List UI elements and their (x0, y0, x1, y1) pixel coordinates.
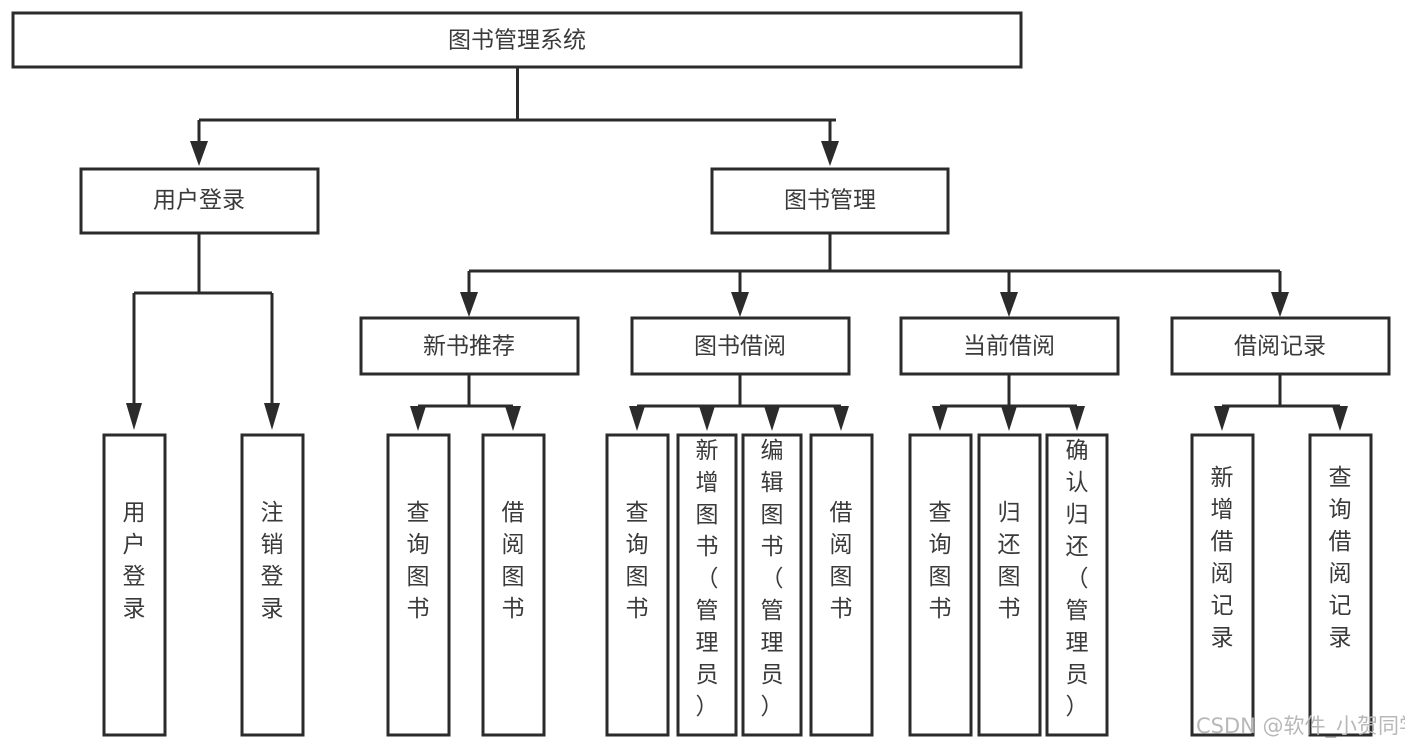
leaf-node-return-book[interactable]: 归还图书 (977, 433, 1042, 737)
node-label-user-login: 用户登录 (153, 188, 245, 214)
node-label-leaf-book-add: 新增图书（管理员） (696, 438, 719, 720)
node-box-leaf-user-logout[interactable] (240, 433, 305, 737)
node-box-new-book-recommend[interactable] (359, 316, 580, 376)
node-box-leaf-book-borrow-action[interactable] (809, 433, 874, 737)
node-box-book-borrow[interactable] (630, 316, 851, 376)
node-label-leaf-book-edit: 编辑图书（管理员） (761, 438, 784, 720)
node-borrow-record[interactable]: 借阅记录 (1170, 316, 1391, 376)
node-box-book-management[interactable] (710, 167, 950, 235)
arrow-head-leaf-borrow-record-2 (1332, 406, 1348, 431)
connectors-group (126, 67, 1348, 431)
node-label-borrow-record: 借阅记录 (1234, 334, 1326, 360)
arrow-head-leaf-user-login-2 (264, 403, 280, 430)
leaf-node-user-logout[interactable]: 注销登录 (240, 433, 305, 737)
node-label-current-borrow: 当前借阅 (963, 334, 1055, 360)
node-box-leaf-return-book[interactable] (977, 433, 1042, 737)
node-box-root[interactable] (11, 11, 1023, 69)
node-label-leaf-user-logout: 注销登录 (261, 500, 284, 622)
node-box-leaf-book-add[interactable] (676, 433, 738, 737)
leaf-node-add-borrow-record[interactable]: 新增借阅记录 (1190, 433, 1255, 737)
node-box-leaf-query-borrow-record[interactable] (1308, 433, 1373, 737)
node-label-leaf-user-login-login: 用户登录 (123, 500, 146, 622)
arrow-head-new-book (460, 292, 478, 317)
arrow-head-leaf-book-borrow-3 (764, 406, 780, 431)
arrow-head-leaf-new-book-1 (410, 406, 426, 431)
node-root-book-management-system[interactable]: 图书管理系统 (11, 11, 1023, 69)
node-box-leaf-book-edit[interactable] (741, 433, 803, 737)
node-label-new-book-recommend: 新书推荐 (423, 334, 515, 360)
node-box-leaf-new-book-borrow[interactable] (481, 433, 546, 737)
leaf-node-user-login-login[interactable]: 用户登录 (102, 433, 167, 737)
node-label-root: 图书管理系统 (448, 28, 586, 54)
arrow-head-leaf-book-borrow-4 (833, 406, 849, 431)
arrow-head-book-borrow (731, 292, 749, 317)
leaf-node-book-borrow-query[interactable]: 查询图书 (605, 433, 670, 737)
arrow-head-leaf-user-login-1 (126, 403, 142, 430)
arrow-head-current-borrow (1000, 292, 1018, 317)
node-label-book-borrow: 图书借阅 (694, 334, 786, 360)
node-new-book-recommend[interactable]: 新书推荐 (359, 316, 580, 376)
node-label-leaf-return-book: 归还图书 (998, 500, 1021, 622)
node-box-leaf-confirm-return[interactable] (1045, 433, 1109, 737)
node-book-management[interactable]: 图书管理 (710, 167, 950, 235)
arrow-head-leaf-current-borrow-2 (1001, 406, 1017, 431)
node-box-leaf-user-login-login[interactable] (102, 433, 167, 737)
node-label-leaf-current-query: 查询图书 (929, 500, 952, 622)
arrow-head-leaf-borrow-record-1 (1214, 406, 1230, 431)
node-box-leaf-current-query[interactable] (908, 433, 973, 737)
watermark-label: CSDN @软件_小贺同学 (1196, 714, 1405, 739)
node-label-book-management: 图书管理 (784, 188, 876, 214)
arrow-head-book-manage (821, 141, 839, 166)
node-box-user-login[interactable] (79, 167, 320, 235)
node-label-leaf-book-borrow-query: 查询图书 (626, 500, 649, 622)
node-book-borrow[interactable]: 图书借阅 (630, 316, 851, 376)
leaf-node-book-borrow-action[interactable]: 借阅图书 (809, 433, 874, 737)
node-box-leaf-add-borrow-record[interactable] (1190, 433, 1255, 737)
node-user-login[interactable]: 用户登录 (79, 167, 320, 235)
node-box-leaf-new-book-query[interactable] (386, 433, 451, 737)
leaf-node-new-book-borrow[interactable]: 借阅图书 (481, 433, 546, 737)
node-box-leaf-book-borrow-query[interactable] (605, 433, 670, 737)
node-label-leaf-add-borrow-record: 新增借阅记录 (1211, 465, 1234, 651)
leaf-node-confirm-return[interactable]: 确认归还（管理员） (1045, 433, 1109, 737)
arrow-head-leaf-current-borrow-1 (932, 406, 948, 431)
arrow-head-leaf-book-borrow-2 (699, 406, 715, 431)
leaf-node-book-edit[interactable]: 编辑图书（管理员） (741, 433, 803, 737)
arrow-head-leaf-new-book-2 (505, 406, 521, 431)
leaf-node-query-borrow-record[interactable]: 查询借阅记录 (1308, 433, 1373, 737)
node-label-leaf-query-borrow-record: 查询借阅记录 (1329, 465, 1352, 651)
leaf-node-new-book-query[interactable]: 查询图书 (386, 433, 451, 737)
arrow-head-user-login (190, 141, 208, 166)
node-label-leaf-new-book-query: 查询图书 (407, 500, 430, 622)
node-box-current-borrow[interactable] (899, 316, 1120, 376)
node-label-leaf-new-book-borrow: 借阅图书 (502, 500, 525, 622)
arrow-head-leaf-current-borrow-3 (1069, 406, 1085, 431)
arrow-head-leaf-book-borrow-1 (629, 406, 645, 431)
node-box-borrow-record[interactable] (1170, 316, 1391, 376)
node-label-leaf-confirm-return: 确认归还（管理员） (1066, 438, 1089, 720)
node-current-borrow[interactable]: 当前借阅 (899, 316, 1120, 376)
node-label-leaf-book-borrow-action: 借阅图书 (830, 500, 853, 622)
leaf-node-book-add[interactable]: 新增图书（管理员） (676, 433, 738, 737)
arrow-head-borrow-record (1271, 292, 1289, 317)
leaf-node-current-query[interactable]: 查询图书 (908, 433, 973, 737)
